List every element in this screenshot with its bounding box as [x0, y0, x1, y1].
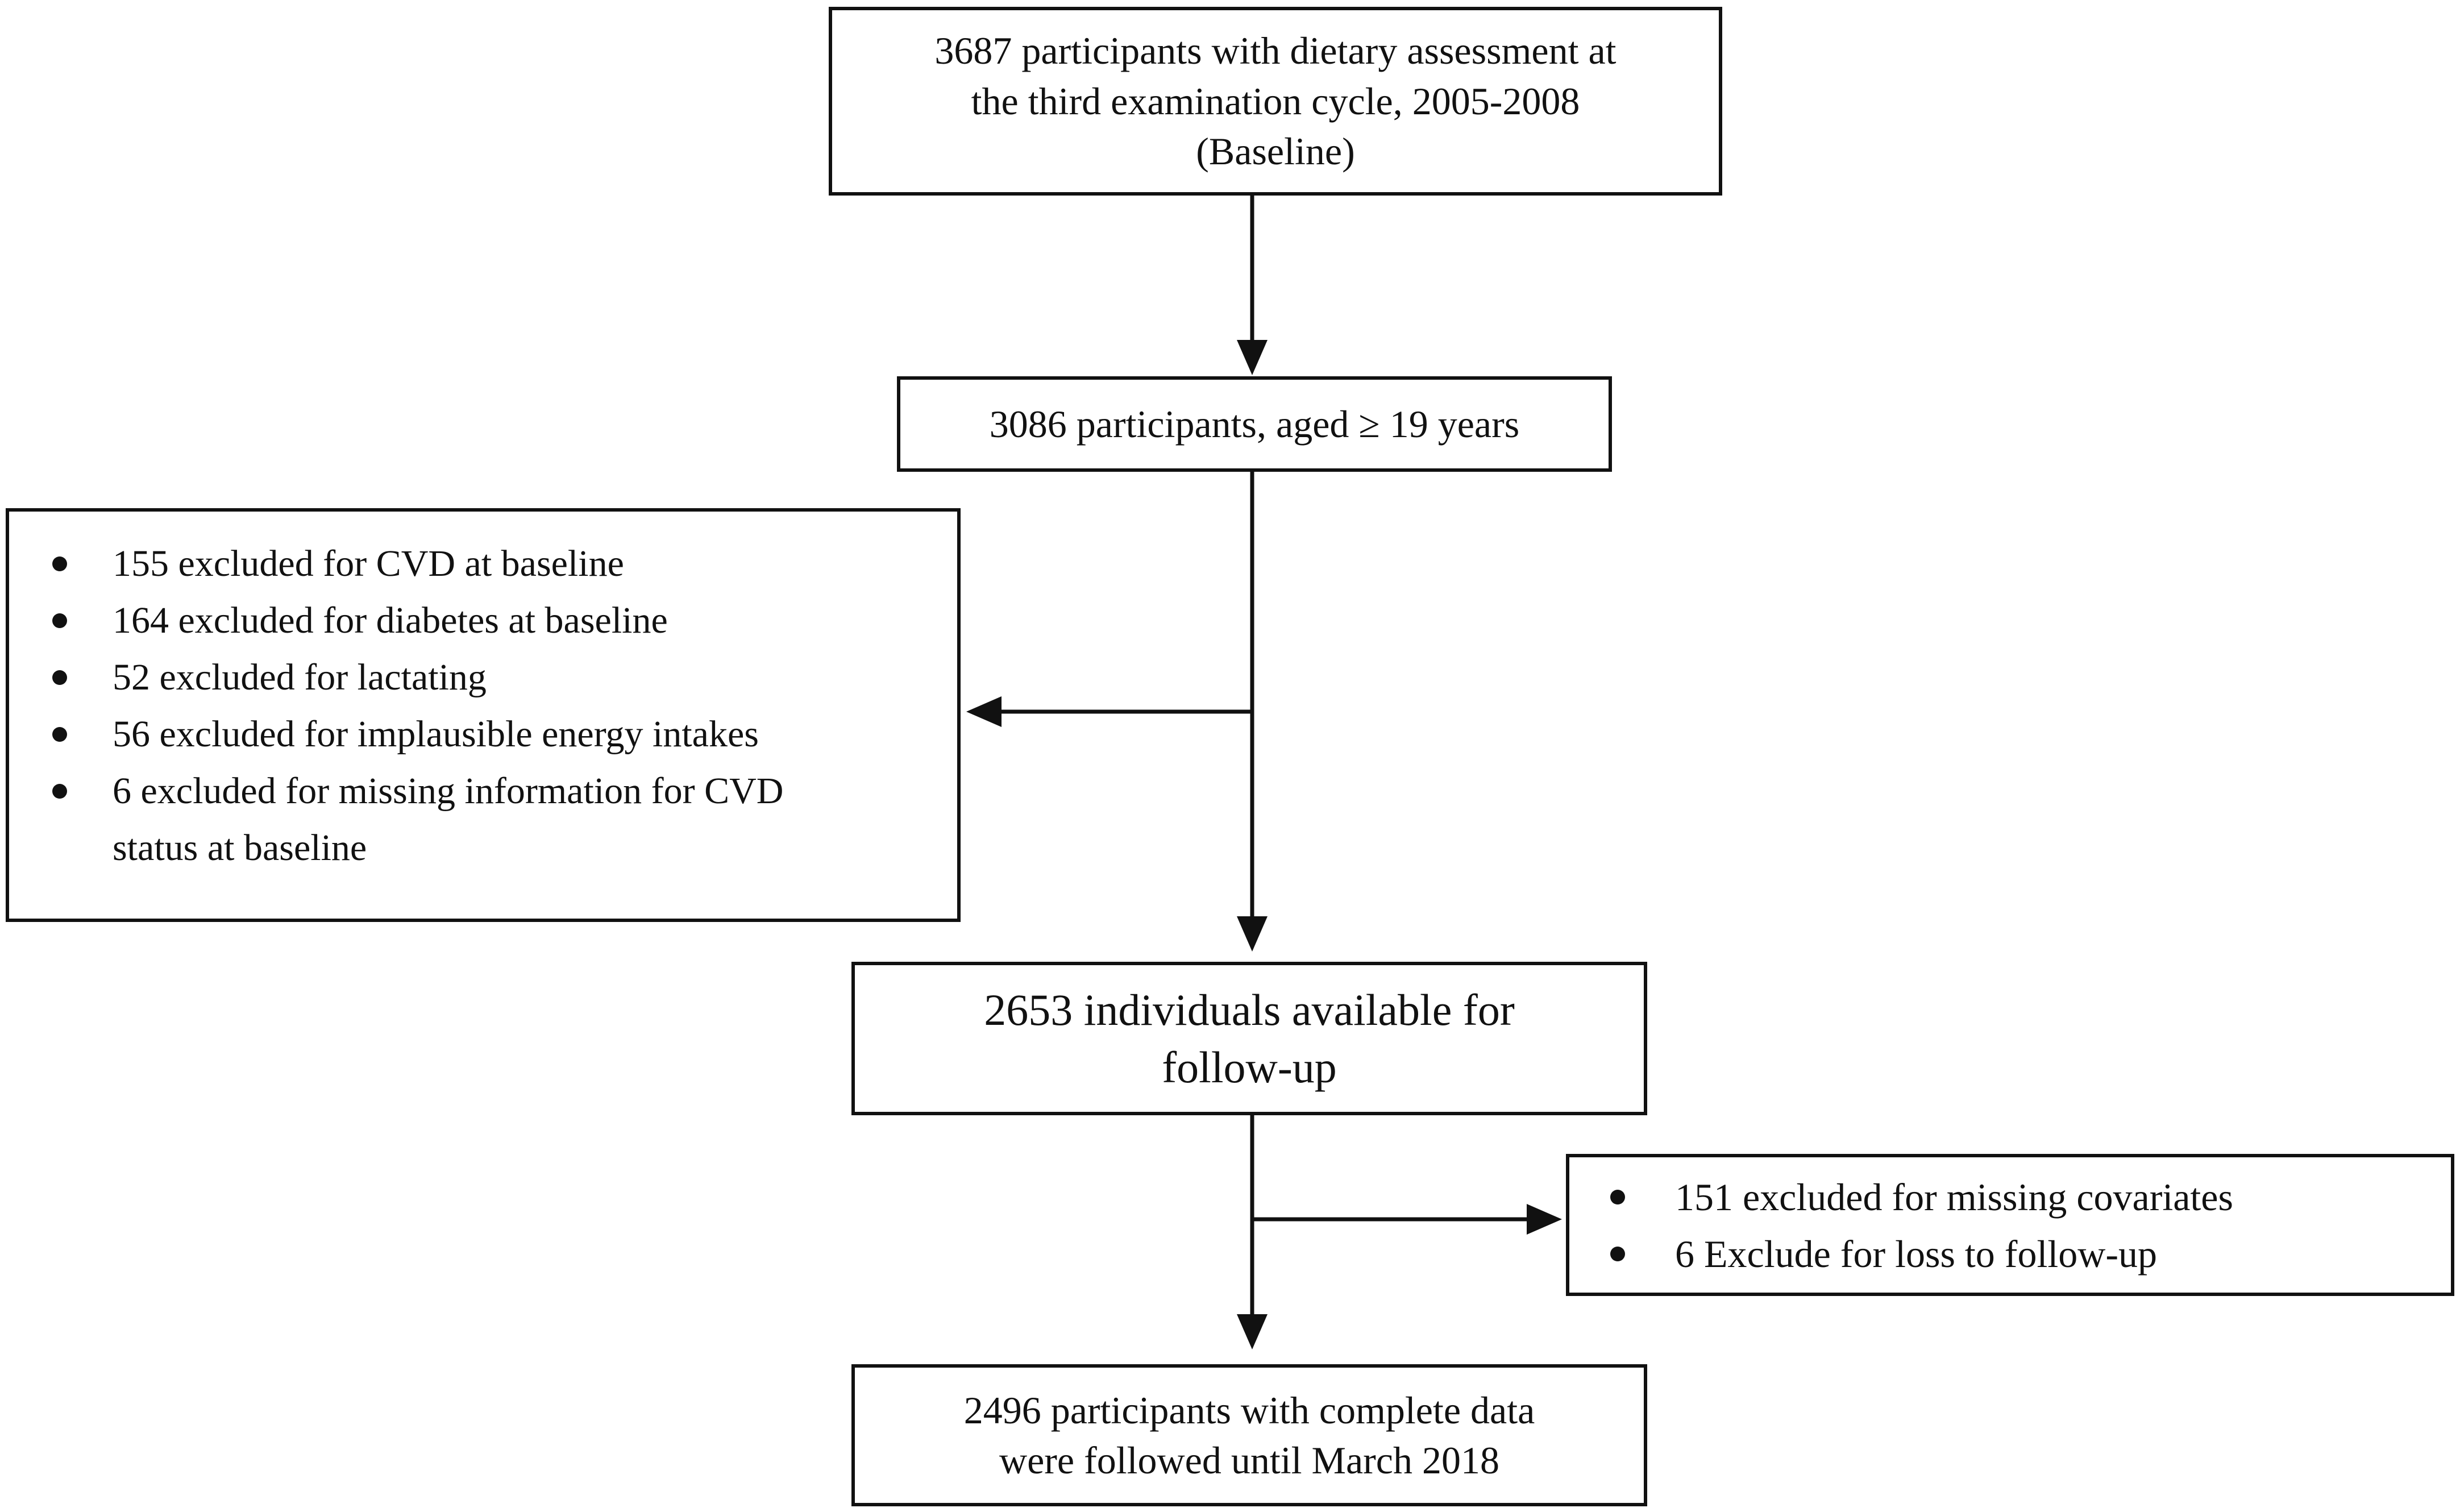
final-line-2: were followed until March 2018 [999, 1439, 1499, 1482]
bullet-icon [52, 613, 67, 628]
exclusions-box-2: 151 excluded for missing covariates 6 Ex… [1566, 1154, 2454, 1296]
followup-line-1: 2653 individuals available for [984, 985, 1515, 1035]
exclusion-item-cvd: 155 excluded for CVD at baseline [9, 535, 957, 592]
arrowhead-aged-to-followup [1237, 916, 1268, 952]
exclusion-item-text: 151 excluded for missing covariates [1675, 1175, 2233, 1219]
bullet-icon [1610, 1190, 1625, 1204]
exclusion-item-text: 155 excluded for CVD at baseline [113, 543, 624, 584]
baseline-line-2: the third examination cycle, 2005-2008 [971, 79, 1580, 123]
bullet-icon [52, 727, 67, 742]
exclusion-item-text: 6 Exclude for loss to follow-up [1675, 1232, 2157, 1276]
exclusions-list-2: 151 excluded for missing covariates 6 Ex… [1569, 1169, 2451, 1282]
exclusion-item-energy: 56 excluded for implausible energy intak… [9, 706, 957, 763]
exclusion-item-text: 56 excluded for implausible energy intak… [113, 713, 759, 755]
exclusions-box-1: 155 excluded for CVD at baseline 164 exc… [6, 508, 961, 922]
arrowhead-followup-to-final [1237, 1314, 1268, 1349]
exclusion-item-diabetes: 164 excluded for diabetes at baseline [9, 592, 957, 649]
followup-line-2: follow-up [1162, 1042, 1337, 1092]
exclusion-item-text: 6 excluded for missing information for C… [113, 770, 784, 812]
exclusion-item-missing-cvd: 6 excluded for missing information for C… [9, 763, 957, 820]
exclusion-item-text: 52 excluded for lactating [113, 657, 487, 698]
bullet-icon [52, 784, 67, 799]
exclusion-item-text: 164 excluded for diabetes at baseline [113, 600, 668, 641]
exclusions-list-1: 155 excluded for CVD at baseline 164 exc… [9, 535, 957, 877]
exclusion-item-loss-to-followup: 6 Exclude for loss to follow-up [1569, 1226, 2451, 1282]
baseline-box: 3687 participants with dietary assessmen… [829, 7, 1722, 196]
arrowhead-baseline-to-aged [1237, 340, 1268, 375]
bullet-icon [52, 556, 67, 571]
final-cohort-box: 2496 participants with complete data wer… [851, 1364, 1647, 1506]
exclusion-item-lactating: 52 excluded for lactating [9, 649, 957, 706]
bullet-icon [52, 670, 67, 685]
baseline-line-1: 3687 participants with dietary assessmen… [934, 29, 1617, 73]
exclusion-item-continuation: status at baseline [9, 820, 957, 877]
bullet-icon [1610, 1247, 1625, 1261]
arrowhead-to-exclusions-1 [966, 696, 1002, 727]
baseline-line-3: (Baseline) [1196, 130, 1355, 173]
exclusion-item-text: status at baseline [113, 827, 367, 869]
final-line-1: 2496 participants with complete data [963, 1388, 1535, 1432]
exclusion-item-covariates: 151 excluded for missing covariates [1569, 1169, 2451, 1226]
followup-box: 2653 individuals available for follow-up [851, 962, 1647, 1115]
aged-participants-box: 3086 participants, aged ≥ 19 years [897, 376, 1612, 472]
arrowhead-to-exclusions-2 [1527, 1204, 1562, 1235]
aged-participants-text: 3086 participants, aged ≥ 19 years [989, 402, 1520, 446]
